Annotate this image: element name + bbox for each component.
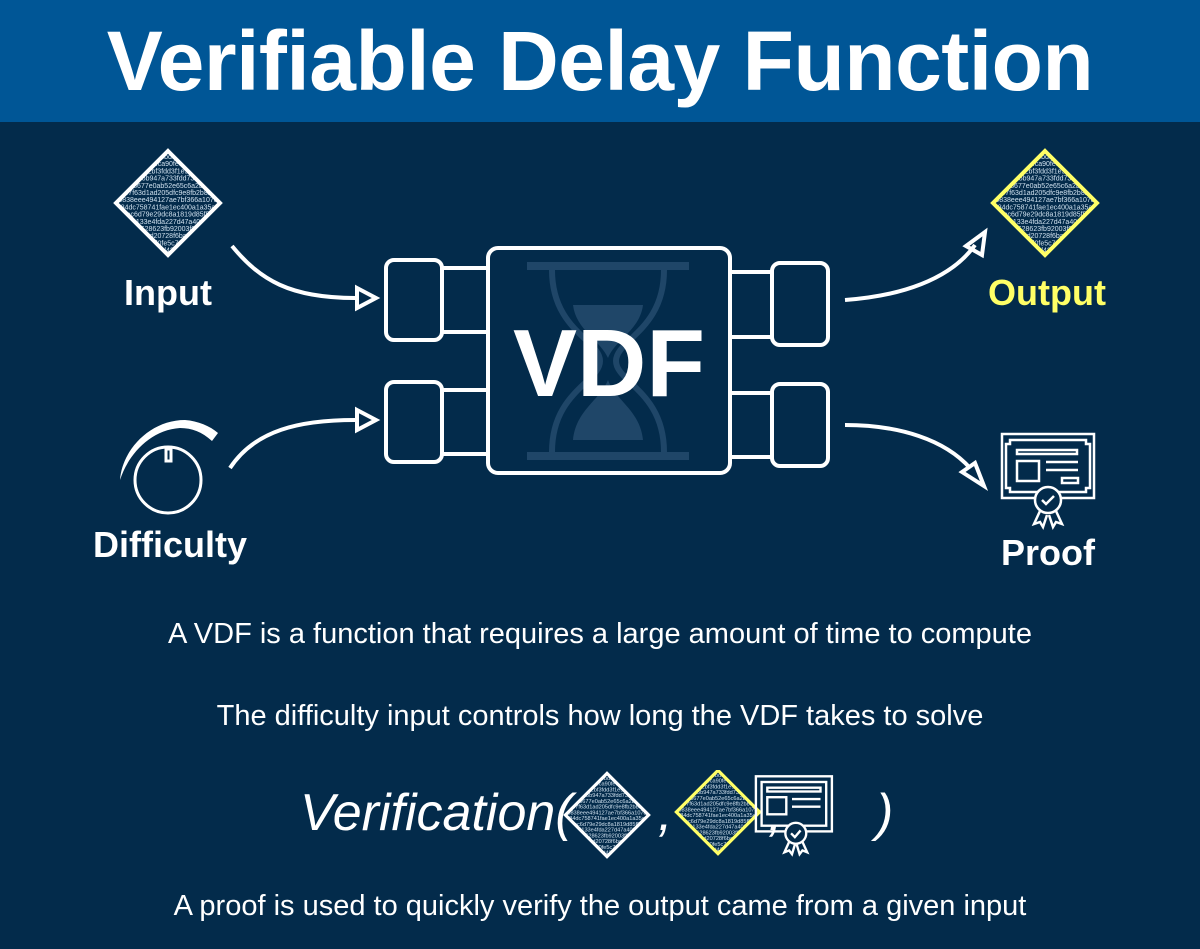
hash-text-line: 72bf3fdd3f1e9a — [699, 784, 739, 790]
proof-certificate-icon — [1000, 432, 1096, 530]
hash-text-line: 4133e4fda227d47a403 — [578, 828, 636, 834]
formula-proof-icon — [754, 775, 834, 857]
hash-text-line: ad20728f6bac — [1023, 233, 1068, 240]
formula-comma-1: , — [658, 784, 672, 842]
output-label: Output — [988, 272, 1106, 313]
hash-text-line: d42 — [1039, 248, 1051, 255]
output-hash-icon: 38bd5e8eca90fe0c72bf3fdd3f1e9a85b947a733… — [990, 148, 1100, 258]
hash-text-line: 8677e0ab52e65c6a2b — [1010, 183, 1080, 190]
flow-arrows — [228, 227, 989, 491]
vdf-label: VDF — [513, 310, 705, 417]
formula-comma-2: , — [768, 784, 782, 842]
output-arrow — [844, 243, 977, 302]
hash-text-line: d42 — [162, 248, 174, 255]
proof-label: Proof — [1001, 532, 1096, 573]
hash-text-line: 2628623fb92003f9e — [582, 833, 632, 839]
hash-text-line: 0838eee494127ae7bf366a1078 — [678, 807, 757, 813]
page-title: Verifiable Delay Function — [0, 0, 1200, 122]
hash-text-line: 84dc758741fae1ec400a1a35a — [998, 204, 1093, 211]
hash-text-line: 8eca90fe0c — [593, 782, 622, 788]
hash-text-line: d0fe5c73 — [154, 240, 183, 247]
difficulty-arrow-head — [355, 406, 381, 434]
hash-text-line: 8677e0ab52e65c6a2b — [690, 796, 746, 802]
input-hash-icon: 38bd5e8eca90fe0c72bf3fdd3f1e9a85b947a733… — [113, 148, 223, 258]
hash-text-line: d0fe5c73 — [595, 845, 618, 851]
hash-text-line: 38bd5e — [598, 776, 617, 782]
hash-text-line: 4133e4fda227d47a403 — [1009, 219, 1081, 226]
hash-text-line: 57f63d1ad205dfc9e8fb2b8a — [124, 190, 211, 197]
input-arrow — [230, 244, 356, 300]
hourglass-icon — [527, 262, 689, 460]
hash-text-line: 72bf3fdd3f1e9a — [1021, 168, 1070, 175]
verification-prefix: Verification( — [300, 784, 577, 842]
hash-text-line: 84dc758741fae1ec400a1a35a — [680, 813, 756, 819]
vdf-block: VDF — [384, 246, 830, 475]
hash-text-line: 8eca90fe0c — [1027, 161, 1064, 168]
hash-text-line: 8eca90fe0c — [704, 779, 733, 785]
hash-text-line: 8677e0ab52e65c6a2b — [133, 183, 203, 190]
hash-text-line: 57f63d1ad205dfc9e8fb2b8a — [1001, 190, 1088, 197]
hash-text-line: 85b947a733fdd735 — [1015, 176, 1075, 183]
hash-text-line: d0fe5c73 — [706, 842, 729, 848]
hash-text-line: 0838eee494127ae7bf366a1078 — [567, 810, 646, 816]
hash-text-line: 84dc758741fae1ec400a1a35a — [121, 204, 216, 211]
hash-text-line: 4133e4fda227d47a403 — [689, 825, 747, 831]
hash-text-line: 2628623fb92003f9e — [137, 226, 199, 233]
hash-text-line: 84dc758741fae1ec400a1a35a — [569, 816, 645, 822]
hash-text-line: d42 — [713, 848, 722, 854]
verification-formula: Verification( 38bd5e8eca90fe0c72bf3fdd3f… — [300, 770, 893, 859]
hash-text-line: 38bd5e — [709, 773, 728, 779]
hash-text-line: d0fe5c73 — [1031, 240, 1060, 247]
vdf-diagram: 38bd5e8eca90fe0c72bf3fdd3f1e9a85b947a733… — [93, 148, 1106, 573]
hash-text-line: 4133e4fda227d47a403 — [132, 219, 204, 226]
input-label: Input — [124, 272, 212, 313]
hash-text-line: 85b947a733fdd735 — [583, 793, 631, 799]
verification-suffix: ) — [870, 784, 893, 842]
hash-text-line: 72bf3fdd3f1e9a — [144, 168, 193, 175]
proof-arrow-head — [958, 459, 989, 491]
hash-text-line: 0838eee494127ae7bf366a1078 — [995, 197, 1094, 204]
hash-text-line: 38bd5e — [156, 154, 179, 161]
formula-input-icon: 38bd5e8eca90fe0c72bf3fdd3f1e9a85b947a733… — [563, 771, 651, 859]
hash-text-line: 85b947a733fdd735 — [138, 176, 198, 183]
hash-text-line: 38bd5e — [1033, 154, 1056, 161]
hash-text-line: 57f63d1ad205dfc9e8fb2b8a — [683, 802, 754, 808]
hash-text-line: d42 — [602, 851, 611, 857]
description-line-1: A VDF is a function that requires a larg… — [168, 618, 1032, 650]
description-line-3: A proof is used to quickly verify the ou… — [173, 890, 1027, 922]
difficulty-knob-icon — [120, 420, 218, 515]
hash-text-line: 72bf3fdd3f1e9a — [588, 787, 628, 793]
hash-text-line: ad20728f6bac — [589, 839, 625, 845]
formula-output-icon: 38bd5e8eca90fe0c72bf3fdd3f1e9a85b947a733… — [674, 770, 762, 856]
hash-text-line: 8677e0ab52e65c6a2b — [579, 799, 635, 805]
hash-text-line: 8eca90fe0c — [150, 161, 187, 168]
input-arrow-head — [355, 284, 381, 312]
hash-text-line: 2628623fb92003f9e — [693, 830, 743, 836]
hash-text-line: ad20728f6bac — [700, 836, 736, 842]
proof-arrow — [844, 423, 972, 470]
description-line-2: The difficulty input controls how long t… — [216, 700, 984, 732]
hash-text-line: 85b947a733fdd735 — [694, 790, 742, 796]
hash-text-line: ec6d79e29dc8a1819d85f5 — [127, 212, 210, 219]
hash-text-line: ec6d79e29dc8a1819d85f5 — [1004, 212, 1087, 219]
hash-text-line: 2628623fb92003f9e — [1014, 226, 1076, 233]
hash-text-line: ad20728f6bac — [146, 233, 191, 240]
difficulty-label: Difficulty — [93, 524, 247, 565]
output-arrow-head — [962, 227, 988, 259]
difficulty-arrow — [228, 418, 356, 470]
hash-text-line: 57f63d1ad205dfc9e8fb2b8a — [572, 805, 643, 811]
hash-text-line: ec6d79e29dc8a1819d85f5 — [685, 819, 751, 825]
hash-text-line: 0838eee494127ae7bf366a1078 — [118, 197, 217, 204]
hash-text-line: ec6d79e29dc8a1819d85f5 — [574, 822, 640, 828]
